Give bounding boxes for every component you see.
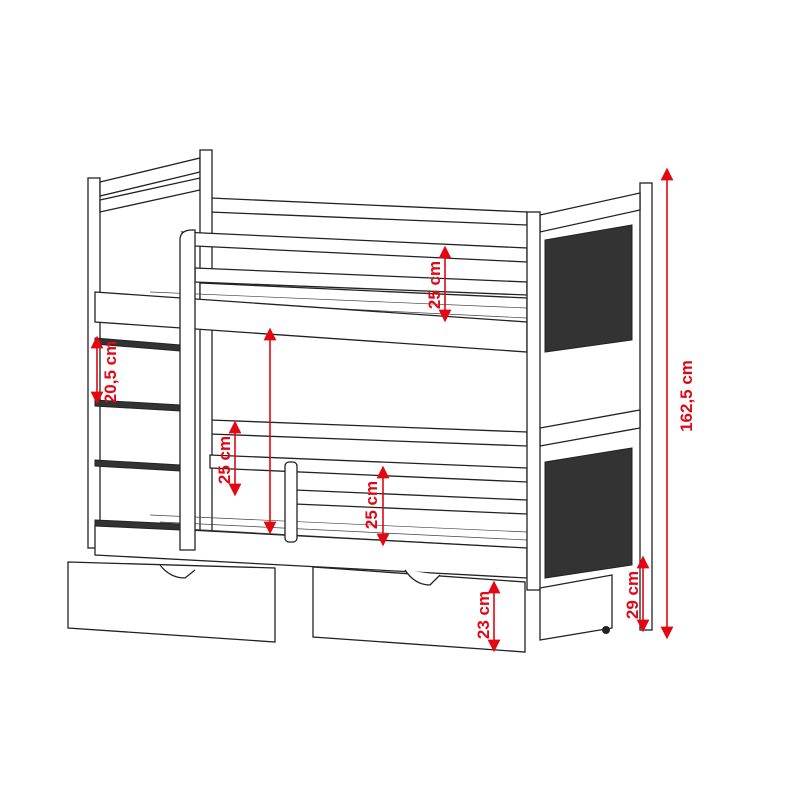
dimension-arrows [90,167,674,653]
upper-guard-rail-top [180,231,528,263]
upper-guard-height-label: 25 cm [425,261,444,309]
drawer-side [539,574,613,641]
lower-back-rail [209,419,528,447]
ladder-rung-spacing-label: 20,5 cm [101,341,120,403]
ladder-rail [179,229,196,551]
upper-back-rail [209,197,528,226]
upper-right-slatted-panel [544,224,633,353]
back-left-post [87,177,101,549]
floor-clearance-label: 29 cm [623,571,642,619]
right-middle-rail [539,409,641,447]
front-left-post [199,149,213,561]
caster-wheel [602,626,610,634]
lower-guard-top [209,454,528,483]
right-drawer [312,566,526,653]
left-drawer-handle [159,564,196,579]
guard-post [284,461,298,543]
back-right-post [639,182,653,631]
lower-right-slatted-panel [544,447,633,579]
right-drawer-handle [404,569,441,586]
lower-guard-rail [294,489,528,515]
total-height-label: 162,5 cm [677,360,696,432]
lower-left-guard-height-label: 25 cm [215,436,234,484]
front-right-post [526,211,541,591]
lower-guard-height-label: 25 cm [362,481,381,529]
left-drawer [67,561,276,643]
drawer-height-label: 23 cm [474,591,493,639]
